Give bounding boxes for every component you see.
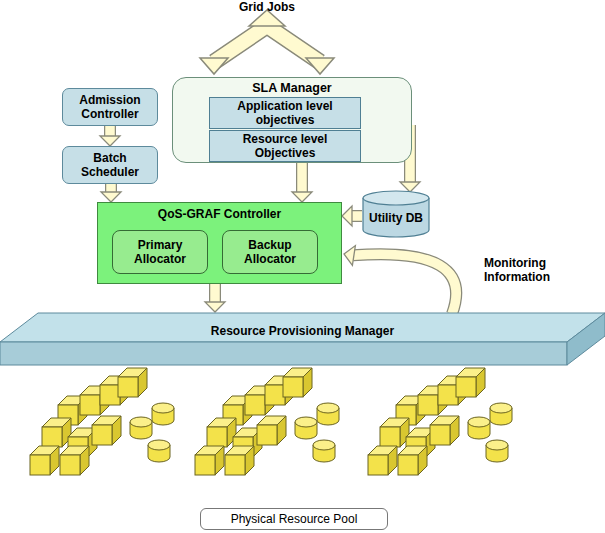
- box-label: Physical Resource Pool: [231, 512, 358, 526]
- server-cube: [303, 368, 312, 397]
- storage-disk: [148, 440, 170, 450]
- storage-disk: [486, 440, 508, 450]
- block-arrow: [205, 284, 225, 312]
- arrow-head: [205, 302, 225, 312]
- arrow-head: [100, 136, 120, 146]
- database-cylinder: Utility DB: [362, 190, 430, 238]
- objective-box: Resource level Objectives: [209, 130, 361, 162]
- server-cube: [112, 416, 121, 445]
- edge-label: Monitoring Information: [484, 256, 566, 284]
- box-title: SLA Manager: [173, 81, 411, 95]
- server-cube: [225, 455, 245, 475]
- server-cube: [80, 446, 89, 475]
- box-label: Admission Controller: [67, 93, 153, 121]
- server-cube: [265, 385, 285, 405]
- arrow-shaft: [296, 163, 308, 193]
- server-cube: [100, 385, 120, 405]
- band-outline: [0, 312, 605, 366]
- process-box: Batch Scheduler: [62, 146, 158, 184]
- arrow-shaft: [353, 254, 456, 314]
- server-cube: [398, 455, 418, 475]
- server-cube: [418, 395, 438, 415]
- arrow-head: [344, 246, 355, 266]
- storage-disk: [313, 440, 335, 450]
- server-cube: [207, 427, 227, 447]
- arrow-head: [292, 192, 312, 202]
- box-label: Primary Allocator: [117, 238, 203, 266]
- arrow-shaft: [210, 284, 220, 303]
- controller-box: QoS-GRAF ControllerPrimary Allocator Back…: [97, 202, 342, 284]
- box-label: Backup Allocator: [227, 238, 313, 266]
- arrow-head: [342, 206, 352, 226]
- server-cube: [50, 446, 59, 475]
- server-cube: [476, 368, 485, 397]
- box-label: Utility DB: [369, 211, 423, 225]
- arrow-shaft: [297, 163, 307, 193]
- storage-disk: [317, 403, 339, 413]
- server-cube: [283, 377, 303, 397]
- server-cube: [456, 377, 476, 397]
- box-label: Batch Scheduler: [67, 151, 153, 179]
- pool-label-box: Physical Resource Pool: [200, 508, 388, 530]
- server-cube: [30, 455, 50, 475]
- grid-jobs-arrow: [214, 26, 320, 62]
- objective-box: Application level objectives: [209, 97, 361, 129]
- block-arrow: [101, 184, 121, 202]
- server-cube: [245, 395, 265, 415]
- arrow-shaft: [353, 254, 456, 314]
- server-cube: [388, 446, 397, 475]
- server-cube: [138, 368, 147, 397]
- block-arrow: [342, 206, 362, 226]
- box-label: Application level objectives: [213, 99, 357, 127]
- server-cube: [368, 455, 388, 475]
- storage-disk: [490, 403, 512, 413]
- band-outline: [0, 342, 567, 365]
- server-cube: [430, 425, 450, 445]
- cylinder-outline: [363, 191, 429, 205]
- box-label: Resource Provisioning Manager: [211, 324, 394, 338]
- block-arrow: [292, 163, 312, 202]
- server-cube: [418, 446, 427, 475]
- storage-disk: [130, 417, 152, 427]
- server-cube: [277, 416, 286, 445]
- storage-disk: [468, 417, 490, 427]
- server-cube: [450, 416, 459, 445]
- server-cube: [118, 377, 138, 397]
- box-title: QoS-GRAF Controller: [98, 207, 341, 221]
- process-box: Admission Controller: [62, 88, 158, 126]
- arrow-head: [101, 192, 121, 202]
- server-cube: [257, 425, 277, 445]
- server-cube: [60, 455, 80, 475]
- server-cube: [195, 455, 215, 475]
- band-outline: [567, 313, 605, 365]
- manager-box: SLA ManagerApplication level objectivesR…: [172, 77, 412, 163]
- server-cube: [438, 385, 458, 405]
- server-cube: [80, 395, 100, 415]
- grid-jobs-arrow: [306, 58, 334, 74]
- band-outline: [0, 313, 605, 342]
- grid-jobs-arrow: [200, 58, 228, 74]
- server-cube: [245, 446, 254, 475]
- allocator-box: Primary Allocator: [112, 230, 208, 274]
- provisioning-band: Resource Provisioning Manager: [0, 312, 605, 366]
- heading-label: Grid Jobs: [239, 0, 295, 14]
- storage-disk: [152, 403, 174, 413]
- box-label: Resource level Objectives: [213, 132, 357, 160]
- block-arrow: [344, 246, 456, 314]
- block-arrow: [100, 126, 120, 146]
- storage-disk: [295, 417, 317, 427]
- server-cube: [215, 446, 224, 475]
- arrow-head: [400, 182, 420, 192]
- server-cube: [92, 425, 112, 445]
- server-cube: [380, 427, 400, 447]
- allocator-box: Backup Allocator: [222, 230, 318, 274]
- server-cube: [42, 427, 62, 447]
- grid-jobs-arrow: [214, 26, 320, 62]
- arrow-shaft: [209, 284, 221, 303]
